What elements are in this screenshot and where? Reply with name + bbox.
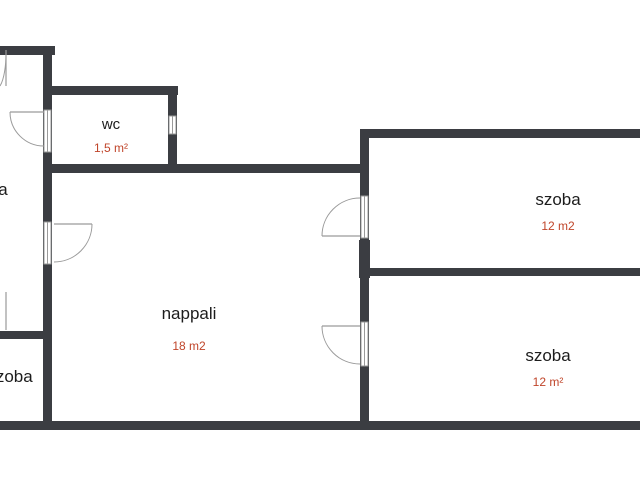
door-swing-arc xyxy=(321,197,361,237)
room-area-lower-right: 12 m² xyxy=(533,375,564,389)
wall xyxy=(0,46,55,55)
room-labels: wc 1,5 m² nappali 18 m2 szoba 12 m2 szob… xyxy=(0,116,581,389)
door-swing-arc xyxy=(321,325,361,365)
door-swing-arc xyxy=(53,223,93,263)
room-name-living: nappali xyxy=(162,304,217,323)
wall xyxy=(43,86,178,95)
room-name-wc: wc xyxy=(101,116,121,133)
wall xyxy=(360,129,640,138)
wall xyxy=(0,331,52,339)
wall xyxy=(43,164,369,173)
wall xyxy=(359,240,370,278)
windows xyxy=(43,109,369,367)
door-swing-arc xyxy=(9,111,45,147)
wall xyxy=(360,129,369,429)
wall xyxy=(0,421,640,430)
room-area-upper-right: 12 m2 xyxy=(541,219,575,233)
walls xyxy=(0,46,640,430)
doors xyxy=(0,49,361,365)
room-name-upper-right: szoba xyxy=(535,190,581,209)
room-name-lower-left-partial: szoba xyxy=(0,367,33,386)
wall xyxy=(360,268,640,276)
room-name-left-partial: a xyxy=(0,180,8,199)
room-area-wc: 1,5 m² xyxy=(94,141,128,155)
door-swing-arc xyxy=(0,49,7,87)
room-area-living: 18 m2 xyxy=(172,339,206,353)
room-name-lower-right: szoba xyxy=(525,346,571,365)
